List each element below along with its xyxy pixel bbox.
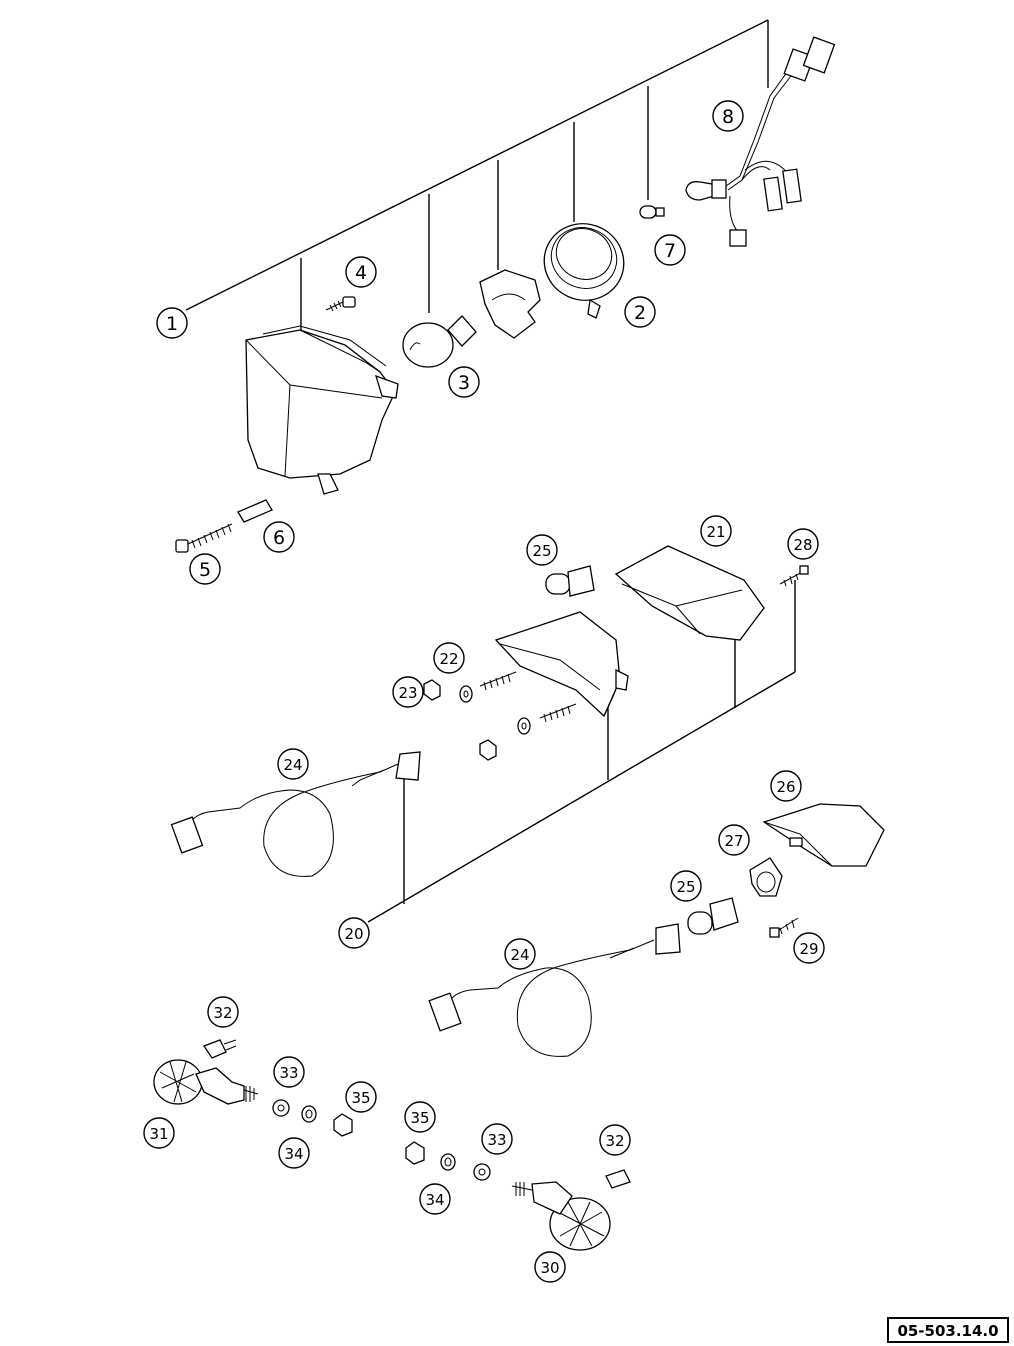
callout-32-right: 32 <box>599 1124 631 1156</box>
reflector-holder-27 <box>749 857 783 897</box>
svg-text:8: 8 <box>722 106 734 128</box>
callout-34-right: 34 <box>419 1183 451 1215</box>
leader-lines-headlight <box>185 19 769 336</box>
headlight-bulb-3 <box>402 315 477 368</box>
svg-text:24: 24 <box>510 946 529 964</box>
callout-20: 20 <box>338 917 370 949</box>
callout-4: 4 <box>345 256 377 288</box>
washer-33-right <box>473 1163 491 1181</box>
bulb-retainer-plate <box>479 269 541 339</box>
tail-bolts <box>479 671 577 723</box>
svg-text:35: 35 <box>410 1109 429 1127</box>
svg-text:2: 2 <box>634 302 646 324</box>
callout-21: 21 <box>700 515 732 547</box>
washer-33-left <box>272 1099 290 1117</box>
svg-text:34: 34 <box>284 1145 303 1163</box>
svg-text:21: 21 <box>706 523 725 541</box>
svg-text:25: 25 <box>676 878 695 896</box>
callout-2: 2 <box>624 296 656 328</box>
svg-text:26: 26 <box>776 778 795 796</box>
leader-lines-taillight <box>367 580 796 923</box>
svg-text:32: 32 <box>605 1132 624 1150</box>
callouts: 1 2 3 4 5 6 7 8 20 21 22 23 24 24 25 25 … <box>143 100 825 1283</box>
svg-text:23: 23 <box>398 684 417 702</box>
svg-text:33: 33 <box>487 1131 506 1149</box>
callout-30: 30 <box>534 1251 566 1283</box>
callout-3: 3 <box>448 366 480 398</box>
svg-text:6: 6 <box>273 527 285 549</box>
svg-text:7: 7 <box>664 240 676 262</box>
screw-28 <box>779 565 809 587</box>
svg-text:5: 5 <box>199 559 211 581</box>
bulb-32-right <box>605 1169 631 1189</box>
svg-text:35: 35 <box>351 1089 370 1107</box>
screw-5 <box>175 523 233 553</box>
callout-28: 28 <box>787 528 819 560</box>
callout-6: 6 <box>263 521 295 553</box>
callout-31: 31 <box>143 1117 175 1149</box>
callout-35-left: 35 <box>345 1081 377 1113</box>
svg-text:1: 1 <box>166 313 178 335</box>
nut-35-right <box>405 1141 425 1165</box>
diagram-reference-label: 05-503.14.0 <box>897 1322 998 1340</box>
diagram-reference-box: 05-503.14.0 <box>887 1317 1009 1343</box>
callout-25-lower: 25 <box>670 870 702 902</box>
taillight-lens-21 <box>614 545 765 641</box>
turn-signal-30 <box>511 1181 611 1251</box>
svg-text:3: 3 <box>458 372 470 394</box>
callout-34-left: 34 <box>278 1137 310 1169</box>
parking-bulb-7 <box>639 205 665 219</box>
taillight-housing <box>494 611 629 718</box>
bulb-32-left <box>203 1039 237 1059</box>
svg-text:25: 25 <box>532 542 551 560</box>
callout-24-lower: 24 <box>504 938 536 970</box>
wire-harness-24-upper <box>170 751 421 877</box>
callout-1: 1 <box>156 307 188 339</box>
callout-35-right: 35 <box>404 1101 436 1133</box>
callout-7: 7 <box>654 234 686 266</box>
callout-5: 5 <box>189 553 221 585</box>
screw-4 <box>325 296 356 312</box>
callout-33-right: 33 <box>481 1123 513 1155</box>
callout-8: 8 <box>712 100 744 132</box>
nut-23 <box>423 679 497 761</box>
lockwasher-34-right <box>440 1153 456 1171</box>
svg-text:34: 34 <box>425 1191 444 1209</box>
nut-35-left <box>333 1113 353 1137</box>
callout-32-left: 32 <box>207 996 239 1028</box>
svg-text:22: 22 <box>439 650 458 668</box>
svg-text:24: 24 <box>283 756 302 774</box>
washer-22 <box>459 685 531 735</box>
tail-bulb-25-upper <box>545 565 595 597</box>
callout-23: 23 <box>392 676 424 708</box>
svg-text:20: 20 <box>344 925 363 943</box>
svg-text:30: 30 <box>540 1259 559 1277</box>
rubber-cap-2 <box>543 223 625 319</box>
callout-22: 22 <box>433 642 465 674</box>
svg-text:32: 32 <box>213 1004 232 1022</box>
screw-29 <box>769 917 799 938</box>
svg-text:4: 4 <box>355 262 367 284</box>
wiring-harness-8 <box>685 36 836 247</box>
spacer-sleeve-6 <box>237 499 273 523</box>
callout-25-upper: 25 <box>526 534 558 566</box>
callout-26: 26 <box>770 770 802 802</box>
wire-harness-24-lower <box>428 923 681 1057</box>
svg-text:29: 29 <box>799 940 818 958</box>
svg-text:28: 28 <box>793 536 812 554</box>
callout-24-upper: 24 <box>277 748 309 780</box>
svg-text:33: 33 <box>279 1064 298 1082</box>
turn-signal-31 <box>153 1059 259 1105</box>
svg-text:31: 31 <box>149 1125 168 1143</box>
callout-27: 27 <box>718 824 750 856</box>
reflector-bracket-26 <box>762 803 885 867</box>
callout-33-left: 33 <box>273 1056 305 1088</box>
svg-text:27: 27 <box>724 832 743 850</box>
callout-29: 29 <box>793 932 825 964</box>
lockwasher-34-left <box>301 1105 317 1123</box>
tail-bulb-25-lower <box>687 897 739 935</box>
headlight-housing <box>245 325 399 495</box>
